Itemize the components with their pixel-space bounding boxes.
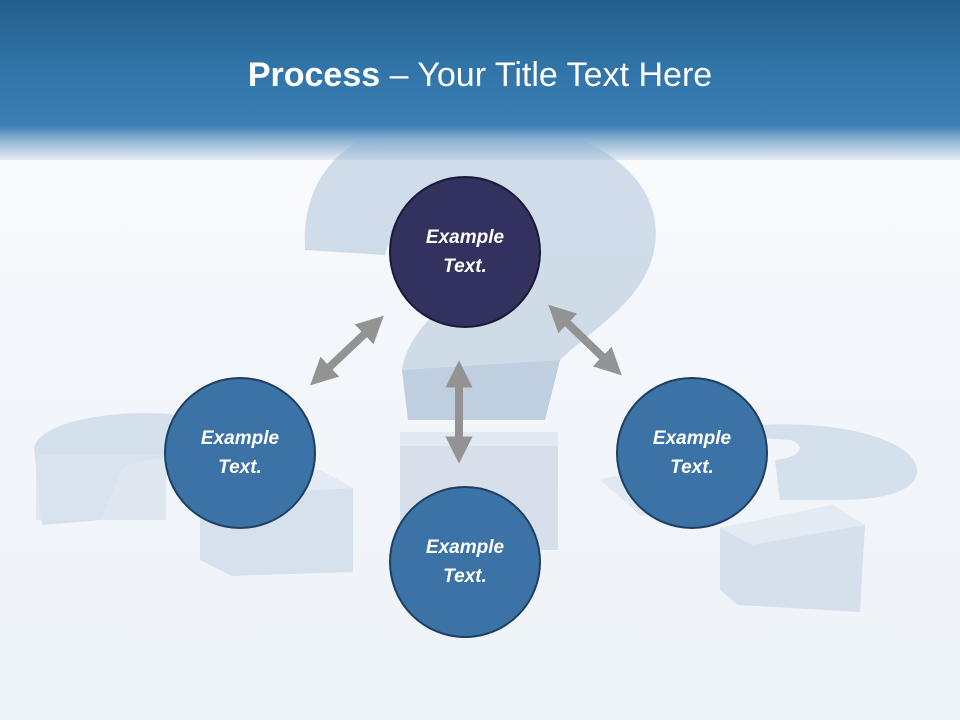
node-right-label: Example Text. xyxy=(652,428,732,478)
title-banner xyxy=(0,0,960,160)
process-node-top[interactable]: Example Text. xyxy=(389,176,541,328)
process-node-left[interactable]: Example Text. xyxy=(164,377,316,529)
node-left-label: Example Text. xyxy=(200,428,280,478)
node-top-label: Example Text. xyxy=(425,227,505,277)
arrow-left-top xyxy=(310,315,384,386)
arrow-right-top xyxy=(548,304,622,376)
node-bottom-label: Example Text. xyxy=(425,537,505,587)
process-node-right[interactable]: Example Text. xyxy=(616,377,768,529)
title-bold-part: Process xyxy=(247,56,381,94)
title-rest-part: – Your Title Text Here xyxy=(380,56,713,94)
process-node-bottom[interactable]: Example Text. xyxy=(389,486,541,638)
slide-title: Process – Your Title Text Here xyxy=(0,52,960,98)
